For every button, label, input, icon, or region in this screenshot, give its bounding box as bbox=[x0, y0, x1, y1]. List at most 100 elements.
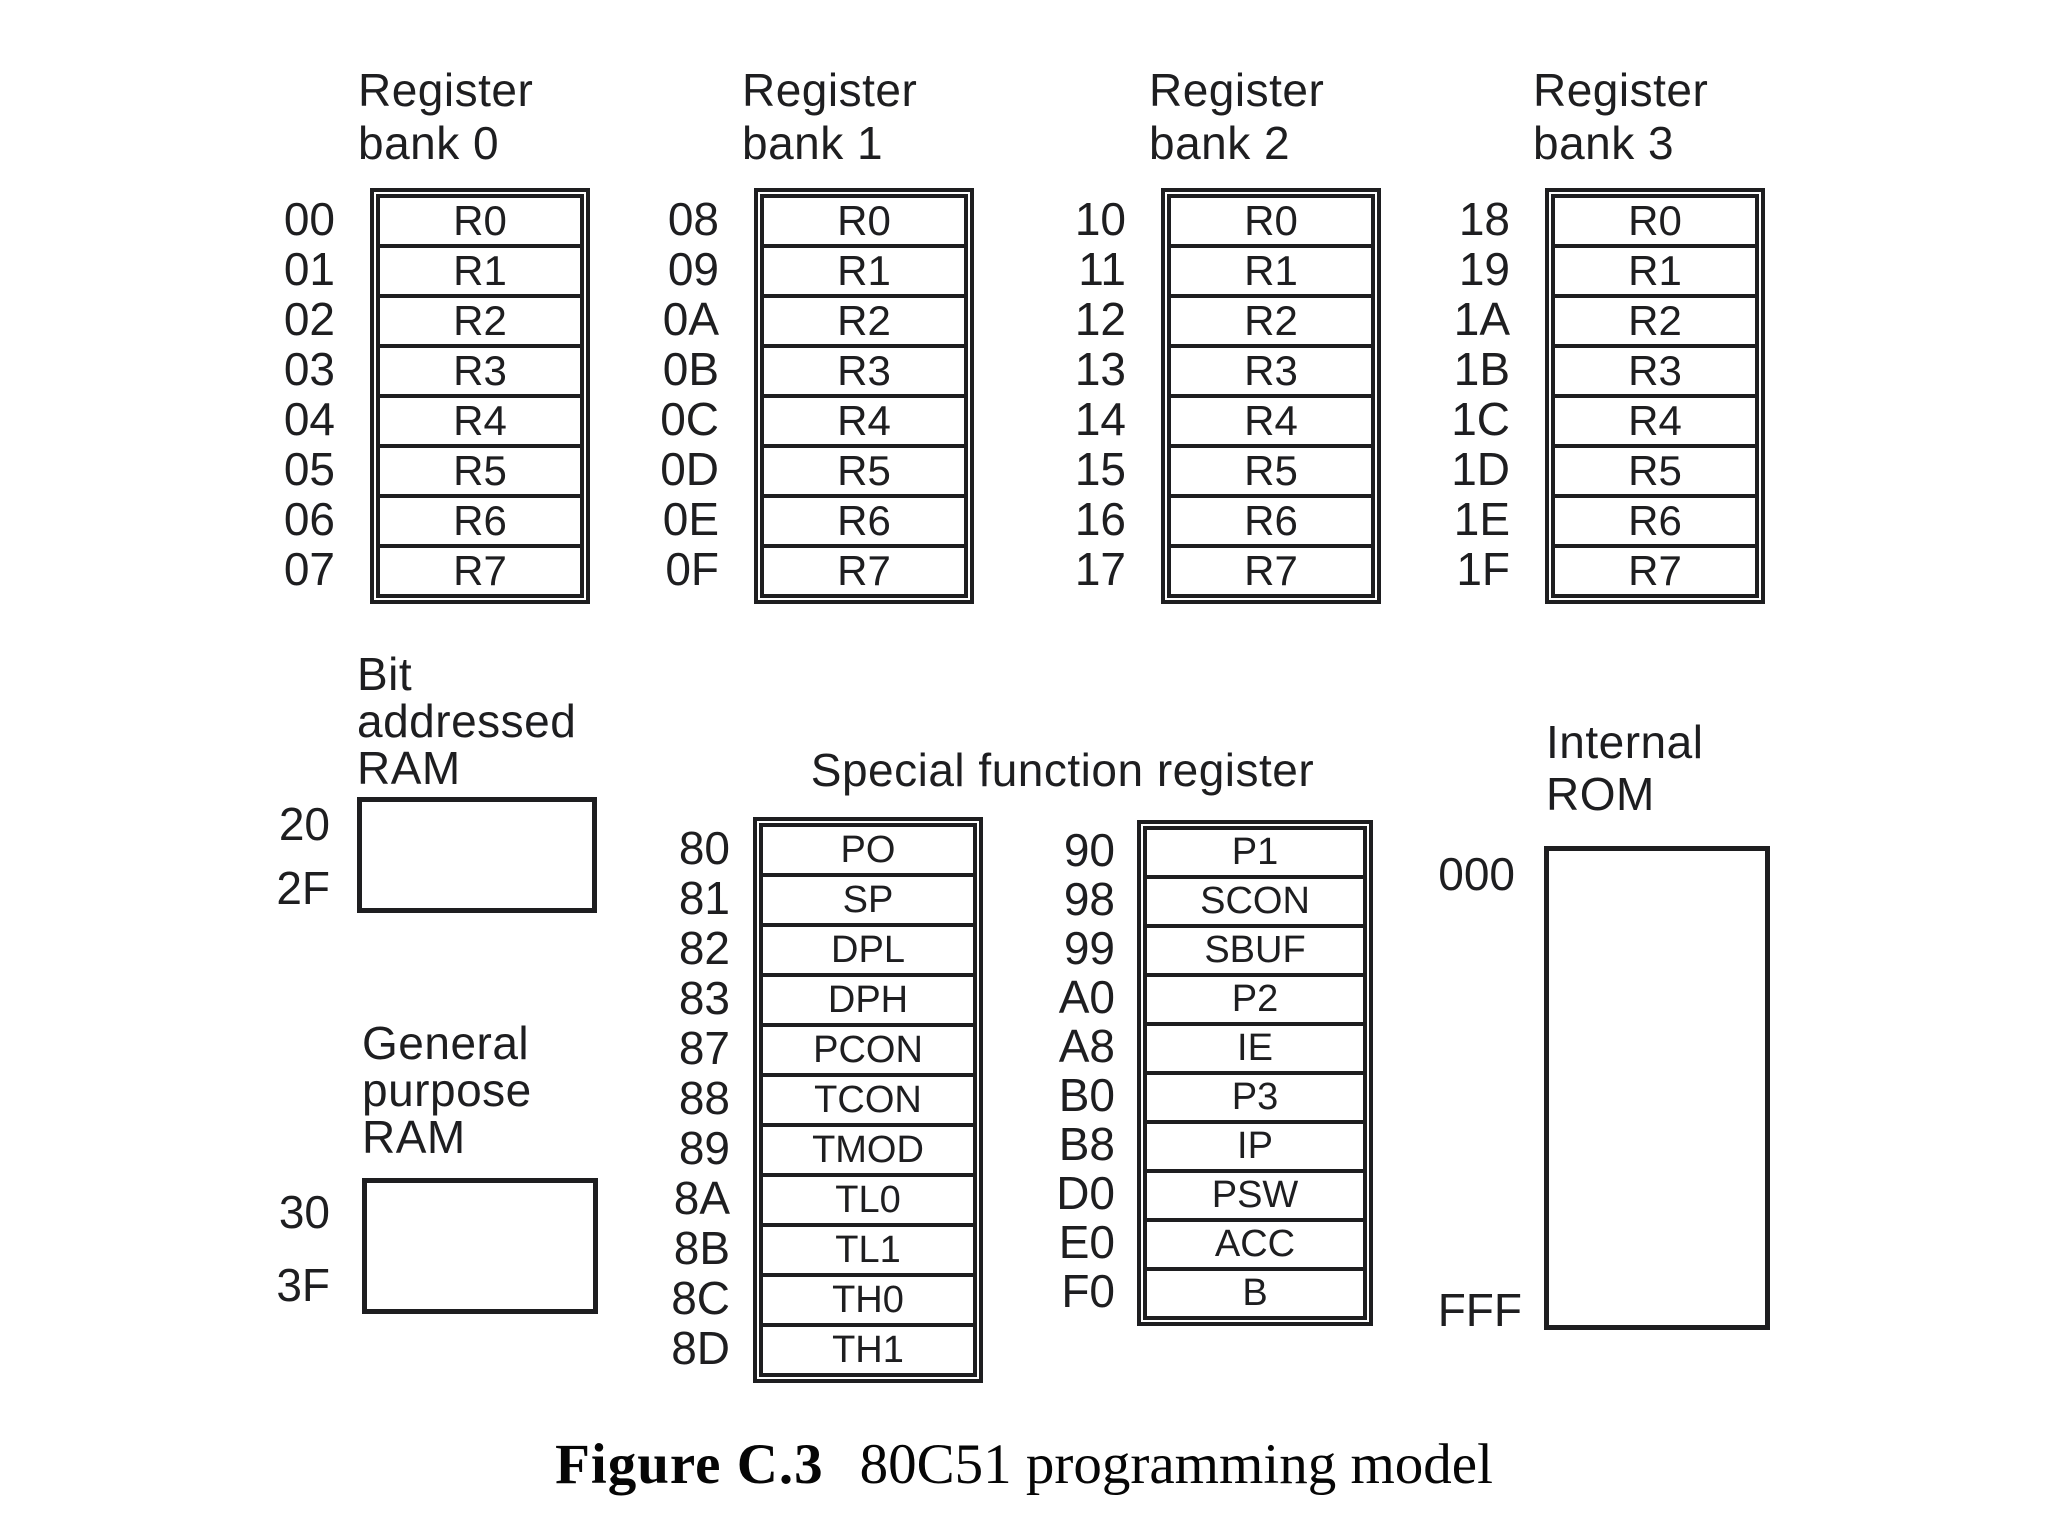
bit-ram-box bbox=[357, 797, 597, 913]
sfr-register-cell: P1 bbox=[1143, 826, 1367, 879]
sfr-register-cell: DPH bbox=[759, 973, 977, 1027]
gp-ram-box bbox=[362, 1178, 598, 1314]
register-cell: R4 bbox=[760, 394, 968, 448]
register-cell: R1 bbox=[1167, 244, 1375, 298]
register-cell: R6 bbox=[1167, 494, 1375, 548]
sfr-register-cell: DPL bbox=[759, 923, 977, 977]
sfr-register-cell: TH0 bbox=[759, 1273, 977, 1327]
ram-address-label: 11 bbox=[1078, 243, 1126, 295]
ram-address-label: 0B bbox=[662, 343, 719, 395]
gp-ram-label-line2: purpose bbox=[362, 1064, 532, 1116]
sfr-register-cell: P2 bbox=[1143, 973, 1367, 1026]
register-cell: R4 bbox=[1551, 394, 1759, 448]
sfr-register-cell: IP bbox=[1143, 1120, 1367, 1173]
sfr-address-label: 8B bbox=[673, 1222, 730, 1274]
sfr-register-cell: ACC bbox=[1143, 1218, 1367, 1271]
bank1-title: Register bank 1 bbox=[742, 64, 1022, 170]
rom-label-line1: Internal bbox=[1546, 716, 1704, 768]
sfr-address-label: 81 bbox=[678, 872, 730, 924]
register-cell: R3 bbox=[1551, 344, 1759, 398]
register-cell: R5 bbox=[376, 444, 584, 498]
bit-ram-label: Bit addressed RAM bbox=[357, 651, 677, 792]
ram-address-label: 13 bbox=[1074, 343, 1126, 395]
register-cell: R0 bbox=[376, 194, 584, 248]
register-cell: R7 bbox=[760, 544, 968, 598]
sfr-address-label: 82 bbox=[678, 922, 730, 974]
rom-label: Internal ROM bbox=[1546, 716, 1846, 820]
ram-address-label: 1C bbox=[1451, 393, 1510, 445]
bit-ram-label-line1: Bit bbox=[357, 648, 413, 700]
bank0-title: Register bank 0 bbox=[358, 64, 638, 170]
ram-address-label: 16 bbox=[1074, 493, 1126, 545]
sfr-address-label: 80 bbox=[678, 822, 730, 874]
sfr-address-label: 98 bbox=[1063, 873, 1115, 925]
register-cell: R2 bbox=[1551, 294, 1759, 348]
register-cell: R2 bbox=[376, 294, 584, 348]
ram-address-label: 0C bbox=[660, 393, 719, 445]
ram-address-label: 15 bbox=[1074, 443, 1126, 495]
bank2-title: Register bank 2 bbox=[1149, 64, 1429, 170]
rom-start-address: 000 bbox=[1438, 848, 1515, 900]
sfr-address-label: F0 bbox=[1061, 1265, 1115, 1317]
ram-address-label: 12 bbox=[1074, 293, 1126, 345]
register-cell: R1 bbox=[1551, 244, 1759, 298]
register-cell: R6 bbox=[760, 494, 968, 548]
register-cell: R2 bbox=[760, 294, 968, 348]
sfr-address-label: A0 bbox=[1058, 971, 1115, 1023]
ram-address-label: 00 bbox=[283, 193, 335, 245]
rom-box bbox=[1544, 846, 1770, 1330]
register-cell: R4 bbox=[376, 394, 584, 448]
sfr-register-cell: TL0 bbox=[759, 1173, 977, 1227]
sfr-register-cell: SP bbox=[759, 873, 977, 927]
ram-address-label: 18 bbox=[1458, 193, 1510, 245]
register-cell: R5 bbox=[1167, 444, 1375, 498]
ram-address-label: 04 bbox=[283, 393, 335, 445]
ram-address-label: 14 bbox=[1074, 393, 1126, 445]
sfr-address-label: B0 bbox=[1058, 1069, 1115, 1121]
ram-address-label: 06 bbox=[283, 493, 335, 545]
sfr-address-label: E0 bbox=[1058, 1216, 1115, 1268]
ram-address-label: 1B bbox=[1453, 343, 1510, 395]
bank1-title-line1: Register bbox=[742, 64, 918, 116]
register-cell: R7 bbox=[376, 544, 584, 598]
register-cell: R0 bbox=[1551, 194, 1759, 248]
bank2-title-line2: bank 2 bbox=[1149, 117, 1291, 169]
register-cell: R6 bbox=[1551, 494, 1759, 548]
sfr-register-cell: P3 bbox=[1143, 1071, 1367, 1124]
ram-address-label: 0E bbox=[662, 493, 719, 545]
sfr-register-cell: IE bbox=[1143, 1022, 1367, 1075]
sfr-address-label: 89 bbox=[678, 1122, 730, 1174]
ram-address-label: 03 bbox=[283, 343, 335, 395]
sfr-register-cell: PSW bbox=[1143, 1169, 1367, 1222]
register-cell: R2 bbox=[1167, 294, 1375, 348]
bank3-title: Register bank 3 bbox=[1533, 64, 1813, 170]
register-cell: R3 bbox=[760, 344, 968, 398]
bit-ram-label-line3: RAM bbox=[357, 742, 461, 794]
gp-ram-label: General purpose RAM bbox=[362, 1020, 682, 1161]
bank2-title-line1: Register bbox=[1149, 64, 1325, 116]
register-cell: R5 bbox=[1551, 444, 1759, 498]
sfr-register-cell: TL1 bbox=[759, 1223, 977, 1277]
gp-ram-label-line1: General bbox=[362, 1017, 530, 1069]
ram-address-label: 1A bbox=[1453, 293, 1510, 345]
bank0-title-line2: bank 0 bbox=[358, 117, 500, 169]
sfr-address-label: 88 bbox=[678, 1072, 730, 1124]
sfr-address-label: 8D bbox=[671, 1322, 730, 1374]
sfr-address-label: 8C bbox=[671, 1272, 730, 1324]
bank3-title-line1: Register bbox=[1533, 64, 1709, 116]
sfr-register-cell: TMOD bbox=[759, 1123, 977, 1177]
sfr-address-label: 90 bbox=[1063, 824, 1115, 876]
sfr-register-cell: B bbox=[1143, 1267, 1367, 1320]
register-cell: R0 bbox=[1167, 194, 1375, 248]
sfr-register-cell: TH1 bbox=[759, 1323, 977, 1377]
